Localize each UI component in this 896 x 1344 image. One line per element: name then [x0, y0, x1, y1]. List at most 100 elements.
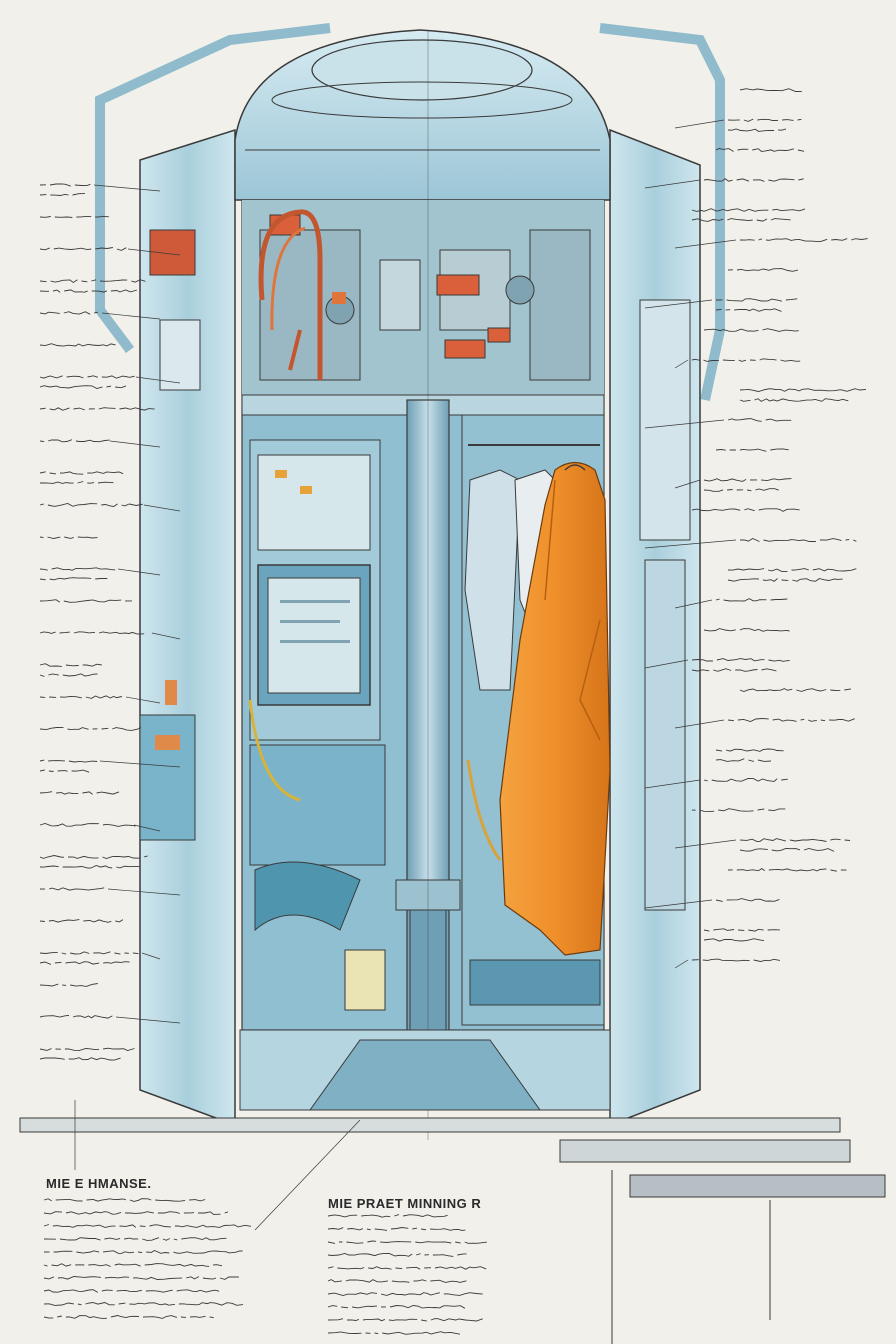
annotation-scribble: [40, 1058, 121, 1060]
annotation-scribble: [728, 419, 791, 422]
annotation-scribble: [692, 359, 800, 362]
annotation-scribble: [40, 504, 143, 507]
annotation-scribble: [728, 719, 855, 722]
annotation-scribble: [40, 344, 116, 346]
annotation-scribble: [328, 1319, 483, 1322]
annotation-scribble: [40, 962, 134, 965]
annotation-scribble: [40, 696, 122, 699]
annotation-scribble: [40, 770, 89, 772]
annotation-scribble: [728, 869, 847, 872]
annotation-scribble: [40, 1048, 135, 1050]
annotation-scribble: [44, 1251, 247, 1254]
annotation-scribble: [40, 440, 110, 442]
annotation-scribble: [44, 1264, 222, 1267]
annotation-scribble: [40, 386, 130, 389]
annotation-scribble: [40, 920, 123, 923]
annotation-scribble: [328, 1280, 466, 1283]
annotation-scribble: [40, 376, 135, 378]
annotation-scribble: [328, 1332, 460, 1335]
annotation-scribble: [44, 1212, 228, 1215]
annotation-scribble: [40, 482, 114, 484]
annotation-scribble: [40, 632, 148, 634]
annotation-scribble: [40, 856, 148, 859]
caption-right-title: MIE PRAET MINNING R: [328, 1196, 481, 1211]
annotation-scribble: [44, 1199, 205, 1202]
annotation-scribble: [716, 599, 787, 601]
annotation-scribble: [740, 849, 834, 852]
annotation-scribble: [328, 1215, 452, 1218]
annotation-scribble: [40, 537, 98, 539]
annotation-scribble: [704, 939, 764, 941]
annotation-scribble: [40, 312, 102, 315]
annotation-scribble: [40, 472, 123, 474]
annotation-scribble: [728, 269, 798, 272]
annotation-scribble: [704, 929, 784, 931]
annotation-scribble: [40, 824, 136, 827]
bottom-notes: [44, 1100, 487, 1334]
annotation-scribble: [716, 899, 779, 902]
annotation-scribble: [728, 119, 801, 121]
annotation-scribble: [716, 759, 771, 762]
annotation-scribble: [716, 449, 793, 451]
annotation-scribble: [692, 209, 805, 212]
annotation-scribble: [44, 1316, 214, 1319]
annotation-scribble: [44, 1277, 243, 1280]
annotation-scribble: [40, 1016, 112, 1019]
annotation-scribble: [40, 184, 94, 186]
annotation-scribble: [40, 728, 145, 731]
annotation-scribble: [740, 389, 866, 392]
annotation-scribble: [44, 1303, 243, 1306]
annotation-scribble: [40, 760, 97, 762]
annotation-scribble: [740, 239, 872, 242]
annotation-scribble: [40, 290, 137, 293]
annotation-scribble: [728, 579, 843, 582]
annotation-scribble: [44, 1290, 219, 1293]
annotation-scribble: [40, 888, 104, 890]
annotation-scribble: [704, 479, 796, 482]
annotation-scribble: [40, 600, 136, 603]
annotation-scribble: [40, 674, 98, 677]
annotation-scribble: [728, 569, 856, 572]
annotation-scribble: [40, 248, 126, 251]
annotation-scribble: [716, 749, 784, 751]
annotation-scribble: [692, 959, 780, 961]
annotation-scribble: [40, 792, 119, 795]
annotation-scribble: [692, 509, 804, 512]
annotation-scribble: [328, 1293, 483, 1296]
annotation-scribble: [44, 1225, 251, 1228]
annotation-scribble: [692, 659, 790, 662]
annotation-scribble: [44, 1238, 227, 1241]
annotation-scribble: [40, 866, 139, 869]
annotation-scribble: [328, 1254, 467, 1257]
annotation-scribble: [40, 408, 155, 411]
caption-left-title: MIE E HMANSE.: [46, 1176, 151, 1191]
annotation-scribble: [328, 1241, 487, 1243]
annotation-scribble: [40, 952, 139, 954]
annotation-scribble: [728, 129, 786, 132]
annotation-scribble: [716, 149, 804, 152]
annotation-scribble: [740, 839, 854, 842]
annotation-scribble: [740, 539, 856, 542]
annotation-scribble: [716, 299, 797, 302]
annotation-scribble: [704, 489, 779, 492]
annotation-scribble: [740, 89, 802, 92]
annotation-scribble: [40, 280, 145, 283]
annotation-scribble: [40, 664, 106, 667]
annotation-scribble: [40, 984, 98, 987]
wardrobe: [462, 415, 610, 1025]
annotation-scribble: [692, 219, 795, 222]
annotation-scribble: [40, 216, 109, 217]
annotation-scribble: [740, 399, 848, 402]
leader-line: [255, 1120, 360, 1230]
annotation-scribble: [40, 194, 85, 196]
annotation-scribble: [40, 568, 115, 571]
annotation-scribble: [328, 1267, 486, 1270]
annotation-scribble: [692, 809, 789, 812]
annotation-scribble: [716, 309, 786, 312]
annotation-scribble: [328, 1228, 469, 1231]
annotation-scribble: [740, 689, 851, 692]
annotation-scribble: [704, 629, 794, 632]
annotation-scribble: [704, 779, 788, 782]
annotation-scribble: [328, 1306, 465, 1309]
